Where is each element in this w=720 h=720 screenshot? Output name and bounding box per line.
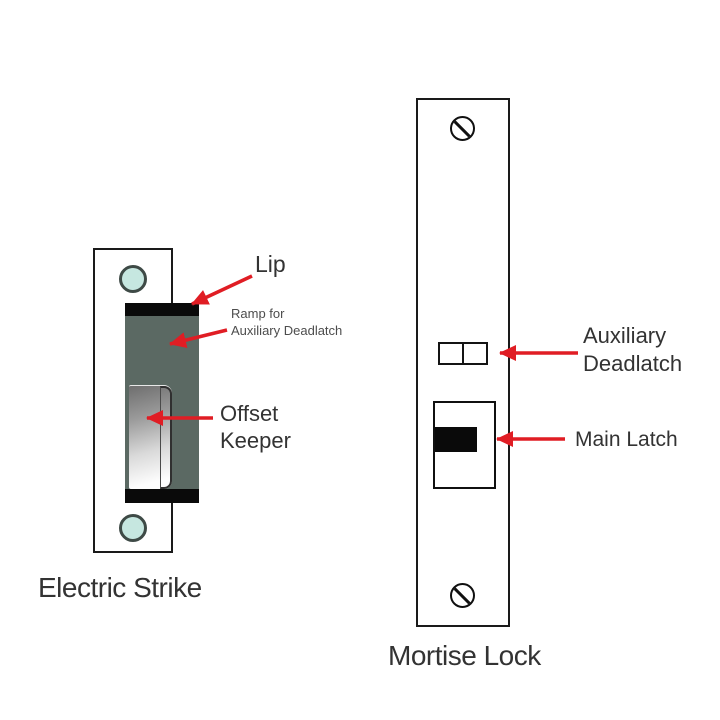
auxiliary-deadlatch-label-line1: Auxiliary <box>583 323 667 348</box>
main-latch-cutout <box>433 401 496 489</box>
ramp-label-line2: Auxiliary Deadlatch <box>231 323 343 338</box>
mortise-lock-caption: Mortise Lock <box>388 640 541 671</box>
offset-keeper-label-line2: Keeper <box>220 428 291 453</box>
auxiliary-deadlatch <box>438 342 488 365</box>
ramp-label-line1: Ramp for <box>231 306 285 321</box>
offset-keeper-label-line1: Offset <box>220 401 279 426</box>
auxiliary-deadlatch-label-line2: Deadlatch <box>583 351 683 376</box>
offset-keeper-label: Offset Keeper <box>220 400 291 454</box>
ramp-label: Ramp for Auxiliary Deadlatch <box>231 305 342 339</box>
offset-keeper <box>129 385 172 489</box>
lip-bar <box>125 303 199 316</box>
screw-slot-icon <box>451 584 473 606</box>
lip-label: Lip <box>255 251 286 277</box>
auxiliary-deadlatch-divider <box>462 344 464 363</box>
screw-top-icon <box>449 115 475 141</box>
strike-body <box>125 303 199 503</box>
screw-slot-icon <box>451 117 473 139</box>
auxiliary-deadlatch-label: Auxiliary Deadlatch <box>583 322 682 378</box>
electric-strike-caption: Electric Strike <box>38 572 202 603</box>
screw-bottom-icon <box>449 582 475 608</box>
keeper-edge <box>160 386 172 489</box>
lip-arrow <box>191 274 253 306</box>
main-latch-bolt <box>435 426 477 452</box>
mounting-hole-bottom <box>119 514 147 542</box>
main-latch-label: Main Latch <box>575 428 678 451</box>
mounting-hole-top <box>119 265 147 293</box>
bottom-bar <box>125 489 199 503</box>
